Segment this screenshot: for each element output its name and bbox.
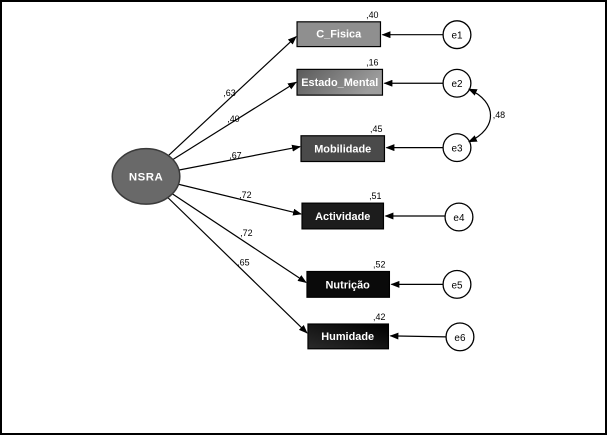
loading-arrow-c-fisica [145, 36, 297, 177]
error-label: e3 [451, 144, 463, 155]
error-circle [442, 133, 472, 163]
indicator-label: C_Fisica [316, 29, 362, 41]
indicator-box [306, 270, 391, 298]
error-circle [445, 322, 475, 352]
r2-value: ,52 [373, 260, 385, 270]
indicator-label: Mobilidade [314, 144, 371, 156]
indicator-label: Humidade [321, 331, 374, 343]
covariance-arrow [467, 88, 492, 143]
loading-value: ,72 [240, 228, 252, 238]
error-label: e2 [451, 79, 463, 90]
covariance-e2-e3: ,48 [467, 88, 505, 143]
indicator-box [307, 323, 390, 350]
error-label: e1 [451, 31, 463, 42]
indicator-box [296, 21, 382, 48]
r2-value: ,40 [366, 10, 378, 20]
loading-value: ,72 [239, 190, 251, 200]
indicator-label: Nutrição [326, 279, 371, 291]
r2-value: ,16 [366, 57, 378, 67]
indicator-row: Nutrição ,52 e5 [306, 260, 472, 299]
indicator-row: Humidade ,42 e6 [307, 312, 475, 352]
error-circle [442, 68, 472, 98]
indicator-box [300, 135, 386, 163]
indicator-label: Actividade [315, 211, 370, 223]
indicator-row: Mobilidade ,45 e3 [300, 124, 472, 163]
r2-value: ,45 [370, 124, 382, 134]
loading-arrow-humidade [145, 175, 308, 334]
latent-ellipse [111, 147, 181, 205]
r2-value: ,42 [373, 312, 385, 322]
error-arrow [389, 332, 447, 340]
indicator-box [296, 68, 384, 96]
indicator-label: Estado_Mental [301, 77, 378, 89]
error-circle [442, 20, 472, 50]
error-circle [442, 269, 472, 299]
loading-value: ,40 [227, 114, 239, 124]
covariance-value: ,48 [493, 110, 505, 120]
indicator-box [301, 202, 385, 230]
indicator-row: C_Fisica ,40 e1 [296, 10, 472, 50]
r2-value: ,51 [369, 191, 381, 201]
error-label: e6 [454, 333, 466, 344]
loading-value: ,67 [229, 151, 241, 161]
indicator-row: Actividade ,51 e4 [301, 191, 474, 232]
loading-value: ,65 [237, 258, 249, 268]
loading-value: ,63 [223, 88, 235, 98]
error-label: e5 [451, 280, 463, 291]
error-label: e4 [453, 213, 465, 224]
latent-variable-nsra: NSRA [111, 147, 181, 205]
indicator-row: Estado_Mental ,16 e2 [296, 57, 472, 98]
error-circle [444, 202, 474, 232]
latent-label: NSRA [129, 171, 163, 183]
